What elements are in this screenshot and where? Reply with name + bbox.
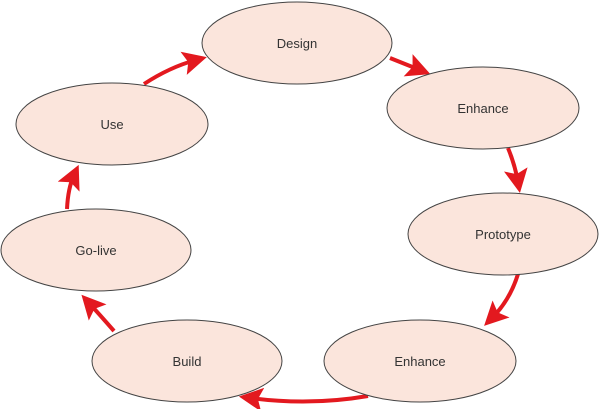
edge-enhance-to-build [238, 387, 369, 409]
node-enhance-2: Enhance [323, 319, 517, 403]
node-use-label: Use [100, 117, 123, 132]
node-golive-shape [0, 208, 192, 292]
edge-design-to-enhance [389, 54, 431, 77]
node-build-shape [91, 319, 283, 403]
node-design-label: Design [277, 36, 317, 51]
node-enhance-2-shape [323, 319, 517, 403]
node-prototype-shape [407, 192, 599, 276]
node-golive-label: Go-live [75, 243, 116, 258]
node-use-shape [15, 82, 209, 166]
edge-use-to-design [142, 51, 207, 86]
edge-prototype-to-enhance [484, 273, 520, 326]
edge-enhance-to-prototype [503, 147, 528, 194]
edge-golive-to-use [57, 164, 80, 210]
edges [57, 51, 528, 409]
node-enhance-1: Enhance [386, 66, 580, 150]
node-build-label: Build [173, 354, 202, 369]
node-design: Design [201, 1, 393, 85]
node-build: Build [91, 319, 283, 403]
node-enhance-1-label: Enhance [457, 101, 508, 116]
node-prototype: Prototype [407, 192, 599, 276]
node-prototype-label: Prototype [475, 227, 531, 242]
edge-build-to-golive [81, 294, 116, 333]
node-use: Use [15, 82, 209, 166]
node-enhance-2-label: Enhance [394, 354, 445, 369]
node-enhance-1-shape [386, 66, 580, 150]
node-design-shape [201, 1, 393, 85]
node-golive: Go-live [0, 208, 192, 292]
